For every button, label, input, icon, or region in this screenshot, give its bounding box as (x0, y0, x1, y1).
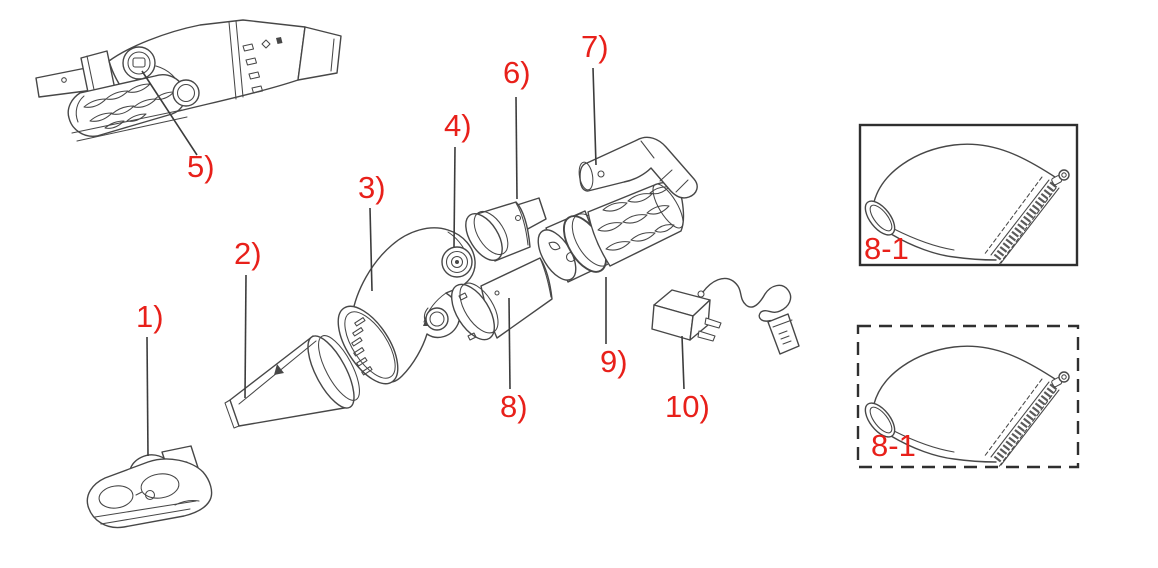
part-label-4: 4) (444, 108, 472, 143)
part-label-1: 1) (136, 299, 164, 334)
part-label-2: 2) (234, 236, 262, 271)
assembled-power-button (122, 46, 156, 80)
part-2-cone-nozzle-drawing (224, 335, 360, 429)
part-6-connector-tube-drawing (465, 197, 547, 262)
part-label-6: 6) (503, 55, 531, 90)
part-7-handle-drawing (578, 136, 698, 199)
part-label-7: 7) (581, 29, 609, 64)
part-10-charger-drawing (651, 277, 800, 355)
leader-lines (141, 67, 685, 457)
part-label-8: 8) (500, 389, 528, 424)
accessory-label-8-1-top: 8-1 (864, 231, 909, 266)
part-label-9: 9) (600, 344, 628, 379)
part-9-filter-sleeve-drawing (537, 182, 685, 283)
part-label-10: 10) (665, 389, 710, 424)
part-8-dust-cup-drawing (450, 257, 553, 341)
part-label-3: 3) (358, 170, 386, 205)
part-1-floor-head-drawing (86, 445, 213, 529)
assembled-vacuum-drawing (35, 19, 342, 142)
accessory-box-solid (858, 123, 1079, 267)
part-label-5: 5) (187, 149, 215, 184)
part-4-power-button-drawing (441, 246, 473, 278)
accessory-box-dashed (856, 324, 1080, 469)
accessory-label-8-1-bottom: 8-1 (871, 428, 916, 463)
